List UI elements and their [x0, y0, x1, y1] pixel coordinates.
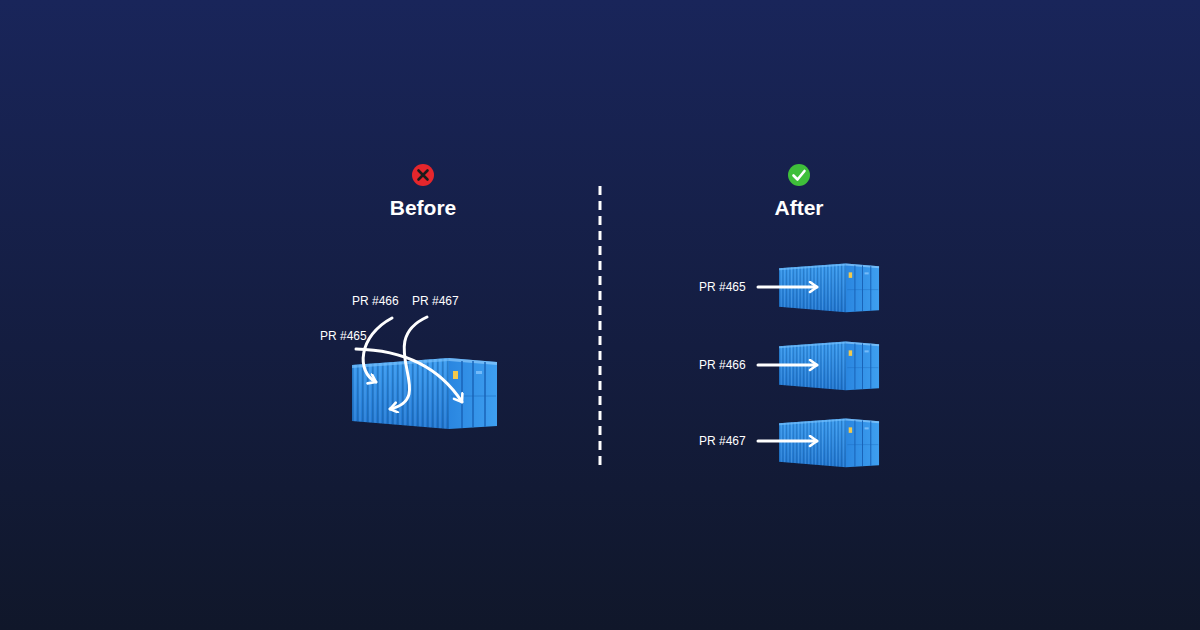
pr-label: PR #467 [412, 294, 459, 308]
section-heading: After [774, 195, 823, 220]
error-icon [412, 164, 434, 186]
divider [599, 186, 602, 468]
pr-label: PR #465 [320, 329, 367, 343]
pr-label: PR #467 [699, 434, 746, 448]
pr-label: PR #466 [699, 358, 746, 372]
tangled-arrows [356, 317, 462, 409]
section-heading: Before [390, 195, 457, 220]
straight-arrows [758, 287, 817, 441]
success-icon [788, 164, 810, 186]
shipping-container [352, 358, 497, 429]
shipping-container [779, 418, 879, 467]
pr-label: PR #465 [699, 280, 746, 294]
pr-label: PR #466 [352, 294, 399, 308]
